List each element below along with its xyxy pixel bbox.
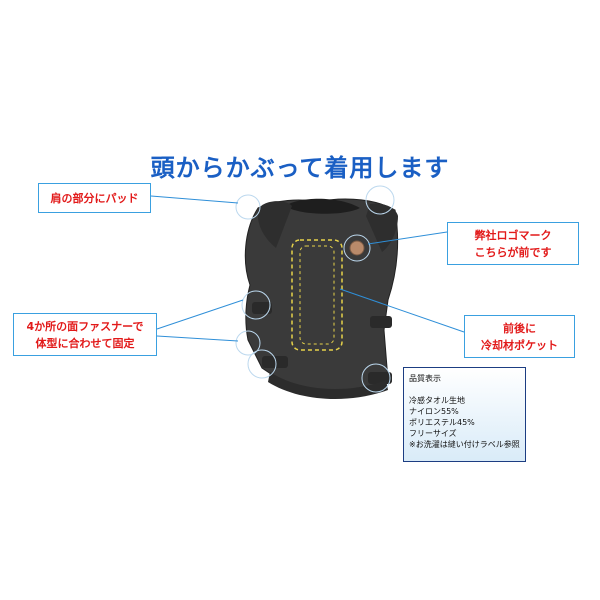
- callout-logo-line1: 弊社ロゴマーク: [474, 229, 552, 242]
- callout-pocket-line2: 冷却材ポケット: [481, 339, 558, 352]
- vest-neck: [285, 198, 360, 214]
- strap-left-lower: [262, 356, 288, 368]
- callout-pocket-line1: 前後に: [503, 322, 536, 335]
- logo-badge: [349, 240, 365, 256]
- highlight-circle-shoulder: [235, 194, 261, 220]
- quality-label-title: 品質表示: [409, 374, 441, 383]
- highlight-circle-left-mid: [235, 330, 261, 356]
- shoulder-pad-left: [257, 201, 292, 248]
- callout-logo-line2: こちらが前です: [474, 246, 552, 259]
- callout-shoulder-pad: 肩の部分にパッド: [38, 183, 151, 213]
- callout-fastener: 4か所の面ファスナーで 体型に合わせて固定: [13, 313, 157, 356]
- vest-hem: [268, 372, 388, 400]
- leader-shoulder: [150, 195, 239, 204]
- leader-fastener-2: [156, 335, 239, 342]
- headline: 頭からかぶって着用します: [150, 154, 450, 182]
- leader-fastener-1: [156, 299, 244, 330]
- callout-pocket: 前後に 冷却材ポケット: [464, 315, 575, 358]
- callout-fastener-line1: 4か所の面ファスナーで: [26, 320, 144, 333]
- strap-right-upper: [370, 316, 392, 328]
- callout-fastener-line2: 体型に合わせて固定: [35, 337, 135, 350]
- callout-shoulder-line1: 肩の部分にパッド: [50, 192, 139, 205]
- quality-label-line: ナイロン55%: [409, 407, 459, 416]
- cooling-pocket: [291, 239, 343, 351]
- highlight-circle-right-lower: [361, 363, 391, 393]
- highlight-circle-logo: [343, 234, 371, 262]
- highlight-circle-left-upper: [241, 290, 271, 320]
- leader-pocket: [339, 288, 465, 333]
- quality-label-box: 品質表示 冷感タオル生地 ナイロン55% ポリエステル45% フリーサイズ ※お…: [403, 367, 526, 462]
- callout-logo: 弊社ロゴマーク こちらが前です: [447, 222, 579, 265]
- strap-left-upper: [252, 302, 272, 314]
- quality-label-line: フリーサイズ: [409, 429, 457, 438]
- shoulder-pad-right: [366, 203, 398, 252]
- quality-label-line: ※お洗濯は縫い付けラベル参照: [409, 440, 520, 449]
- highlight-circle-left-lower: [247, 349, 277, 379]
- cooling-pocket-inner: [299, 245, 335, 345]
- leader-logo: [367, 231, 448, 245]
- highlight-circle-right-shoulder: [365, 185, 395, 215]
- quality-label-line: ポリエステル45%: [409, 418, 475, 427]
- quality-label-line: 冷感タオル生地: [409, 396, 465, 405]
